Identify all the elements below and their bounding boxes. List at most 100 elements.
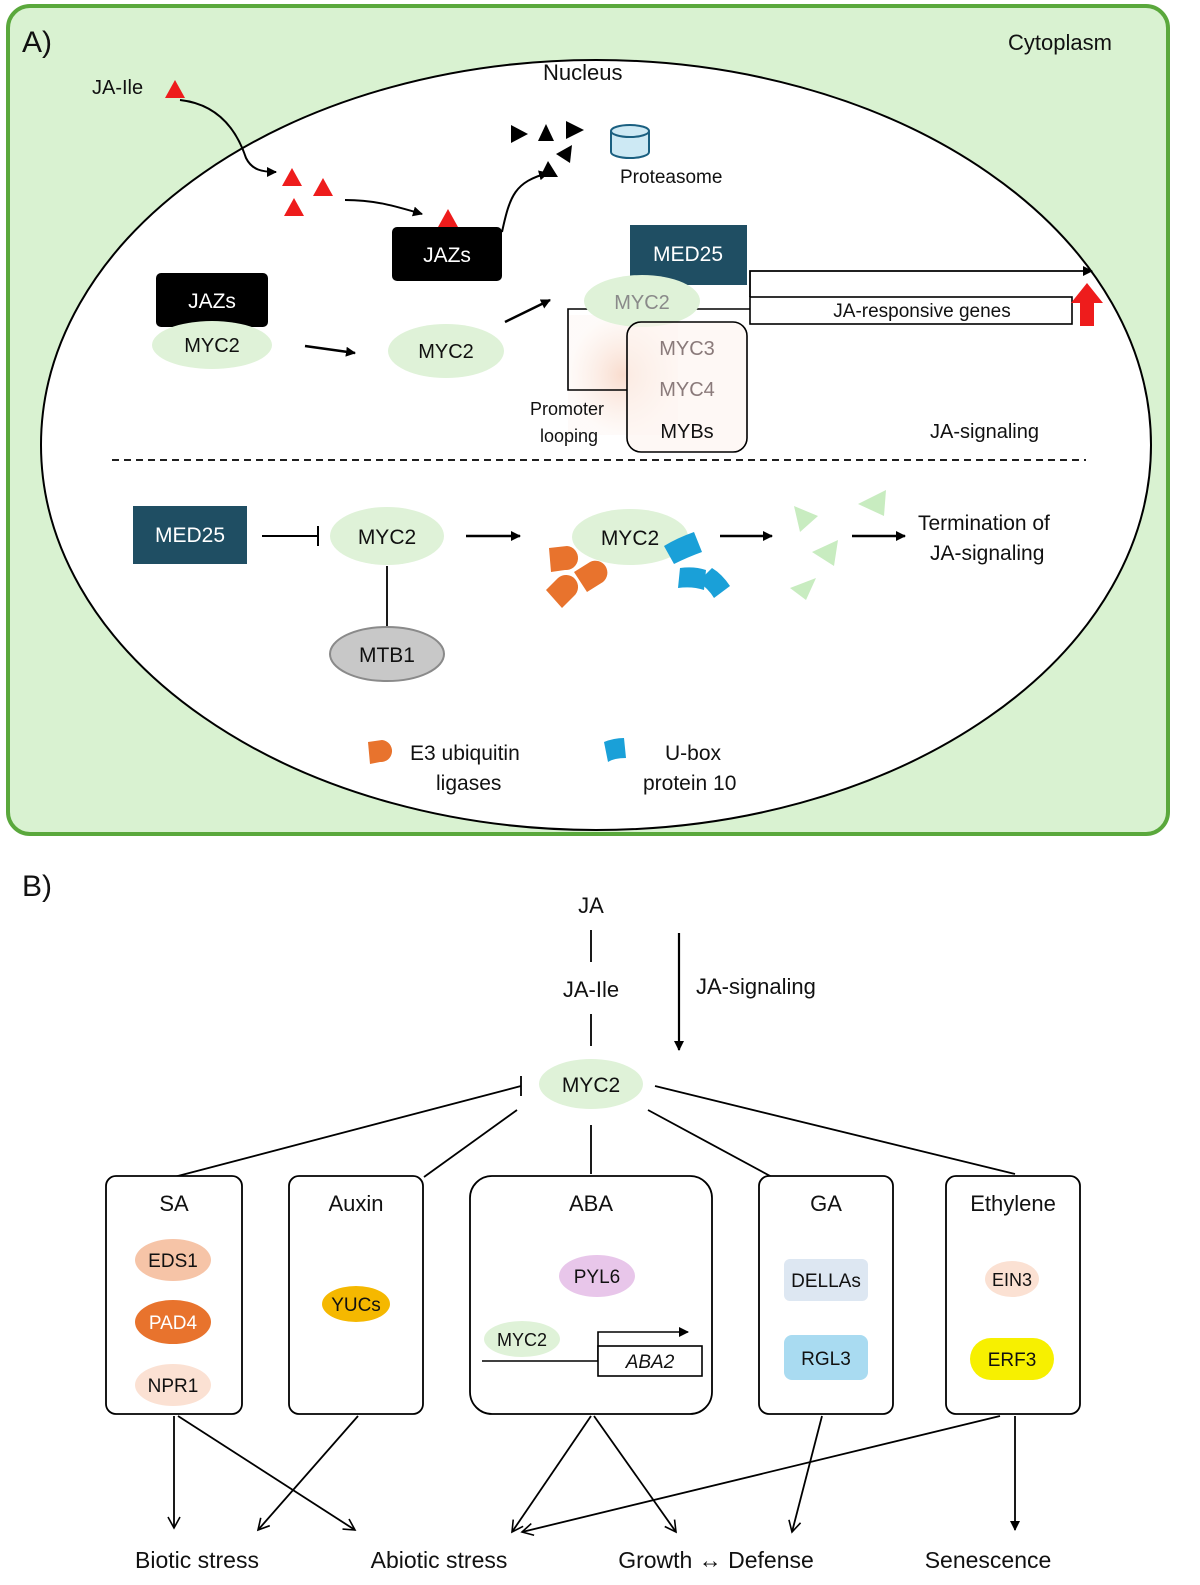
ja-ile-import-arrow [179,99,277,177]
ja-ile-to-jazs-arrow [344,199,423,217]
npr1 [135,1364,211,1406]
upregulation-arrow-icon [1071,283,1103,326]
ga-box: GA DELLAs RGL3 [758,1175,894,1415]
myc2-left-label: MYC2 [184,335,240,357]
ja-responsive-genes-box [749,296,1073,325]
rgl3 [784,1335,868,1380]
panel-a-label: A) [22,26,52,59]
npr1-label: NPR1 [148,1376,199,1397]
pad4-label: PAD4 [149,1313,198,1334]
ja-ile-b-label: JA-Ile [563,977,619,1002]
myc2-degraded-label: MYC2 [601,527,659,550]
pad4 [135,1300,211,1344]
ja-ile-triangle [165,80,185,98]
outcome-biotic-stress: Biotic stress [135,1547,259,1573]
myc-partners-box [626,321,748,453]
mybs-label: MYBs [660,421,713,443]
aba-myc2 [484,1321,560,1357]
med25-top-label: MED25 [653,243,723,266]
legend-e3-line1: E3 ubiquitin [410,742,520,765]
myc2-hub [539,1059,643,1109]
jazs-to-proteasome-arrow [501,170,549,233]
med25-bottom [133,506,247,564]
panel-a: A) Cytoplasm Nucleus JA-Ile JAZs Pr [6,4,1170,836]
e3-ligase-icons [546,546,608,608]
myc2-left [152,321,272,369]
ja-signaling-b-label: JA-signaling [696,974,816,999]
erf3 [970,1338,1054,1380]
panel-b: B) JA JA-Ile JA-signaling MYC2 SA EDS1 P… [22,870,1081,1573]
release-arrow [304,344,356,357]
cytoplasm-label: Cytoplasm [1008,30,1112,55]
degraded-myc2-fragments [790,490,886,600]
pyl6 [559,1255,635,1297]
myc2-bottom [330,507,444,565]
auxin-title: Auxin [328,1191,383,1216]
yucs-label: YUCs [331,1295,381,1316]
panel-b-label: B) [22,870,52,903]
jazs-top-label: JAZs [423,244,471,267]
inhibition-line [262,526,319,546]
ethylene-title: Ethylene [970,1191,1056,1216]
ja-ile-cluster [282,168,333,216]
eds1-label: EDS1 [148,1251,198,1272]
ein3 [985,1261,1039,1297]
myc2-degraded [572,509,688,565]
legend-ubox-line1: U-box [665,742,722,765]
dellas [784,1259,868,1301]
proteasome-icon [610,124,650,159]
outcome-growth-defense: Growth ↔ Defense [618,1547,814,1573]
med25-bottom-label: MED25 [155,524,225,547]
myc2-free [388,324,504,378]
aba-myc2-label: MYC2 [497,1330,547,1350]
ubox-protein-icons [664,532,730,598]
myc4-label: MYC4 [659,379,715,401]
ja-ile-bound-triangle [438,209,458,227]
legend: E3 ubiquitin ligases U-box protein 10 [368,738,736,795]
erf3-label: ERF3 [988,1350,1037,1371]
outcome-arrows [167,1415,1020,1537]
ja-signaling-label: JA-signaling [930,421,1039,443]
auxin-box: Auxin YUCs [288,1175,424,1415]
dellas-label: DELLAs [791,1271,861,1292]
ja-responsive-genes-label: JA-responsive genes [833,301,1010,322]
yucs [322,1286,390,1322]
looping-label: looping [540,426,598,446]
myc2-activation-arrow [504,298,551,324]
rgl3-label: RGL3 [801,1349,851,1370]
legend-ubox-icon [604,738,626,762]
ethylene-box: Ethylene EIN3 ERF3 [945,1175,1081,1415]
myc3-label: MYC3 [659,338,715,360]
ja-ile-label: JA-Ile [92,77,143,99]
legend-e3-icon [368,740,393,764]
myc2-complex [584,275,700,327]
legend-e3-line2: ligases [436,772,501,795]
tss-arrow [749,266,1093,297]
med25-top [630,225,747,285]
myc2-hub-label: MYC2 [562,1074,620,1097]
termination-line2: JA-signaling [930,542,1044,565]
promoter-label: Promoter [530,399,604,419]
myc2-bottom-label: MYC2 [358,526,416,549]
outcome-abiotic-stress: Abiotic stress [371,1547,508,1573]
aba-box: ABA PYL6 MYC2 ABA2 [469,1175,713,1415]
mtb1 [329,626,445,682]
aba2-gene-box [597,1345,703,1377]
termination-line1: Termination of [918,512,1050,535]
myc2-free-label: MYC2 [418,341,474,363]
mtb1-label: MTB1 [359,644,415,667]
eds1 [135,1239,211,1281]
jazs-left-box [156,273,268,327]
sa-box: SA EDS1 PAD4 NPR1 [105,1175,243,1415]
nucleus [40,59,1152,831]
aba-title: ABA [569,1191,613,1216]
myc2-connections [173,1076,1016,1178]
ja-label: JA [578,893,604,918]
jazs-left-label: JAZs [188,290,236,313]
aba2-label: ABA2 [625,1352,675,1373]
degraded-jazs-triangles [511,121,584,177]
myc2-complex-label: MYC2 [614,292,670,314]
pyl6-label: PYL6 [574,1267,620,1288]
ga-title: GA [810,1191,842,1216]
